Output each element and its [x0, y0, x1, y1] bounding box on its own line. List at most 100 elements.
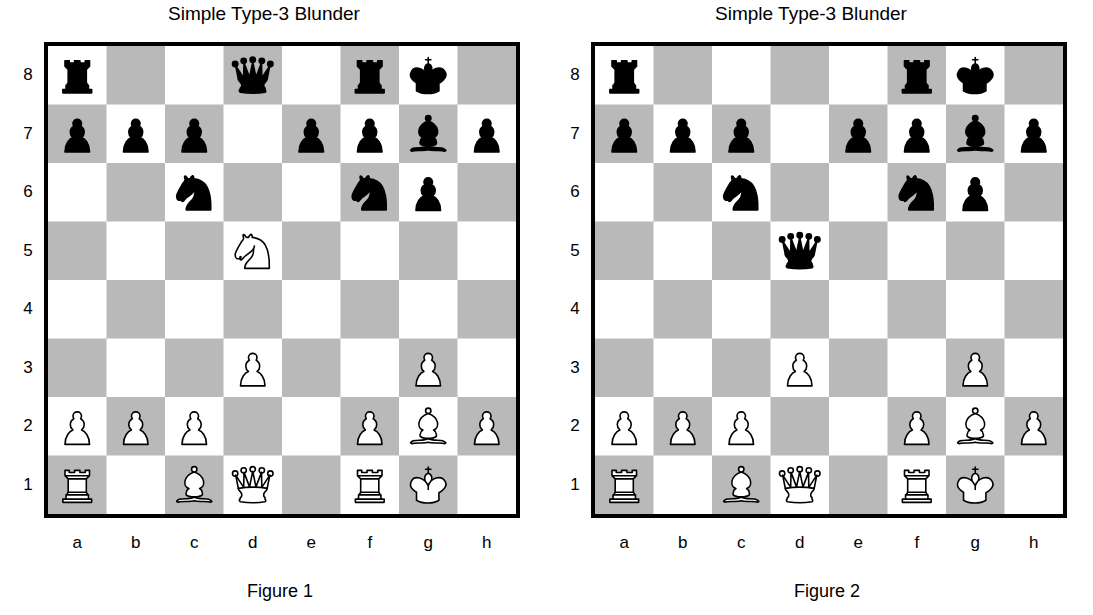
light-square — [771, 456, 830, 515]
dark-square — [107, 397, 166, 456]
file-letter: e — [307, 534, 316, 553]
dark-square — [282, 105, 341, 164]
light-square — [341, 339, 400, 398]
dark-square — [399, 105, 458, 164]
white-chess-piece — [902, 470, 931, 502]
dark-square — [224, 280, 283, 339]
white-chess-piece — [670, 412, 695, 445]
white-chess-piece — [612, 412, 637, 445]
rank-number: 7 — [570, 124, 579, 143]
light-square — [829, 397, 888, 456]
black-chess-piece — [729, 119, 754, 152]
dark-square — [888, 46, 947, 105]
light-square — [224, 105, 283, 164]
white-chess-piece — [411, 408, 446, 444]
light-square — [712, 46, 771, 105]
figure-caption: Figure 1 — [247, 582, 313, 602]
black-chess-piece — [63, 61, 92, 93]
rank-number: 3 — [23, 358, 32, 377]
dark-square — [654, 163, 713, 222]
black-chess-piece — [846, 119, 871, 152]
rank-number: 2 — [570, 417, 579, 436]
light-square — [771, 222, 830, 281]
file-letter: b — [678, 534, 687, 553]
light-square — [654, 456, 713, 515]
dark-square — [654, 280, 713, 339]
file-letter: f — [367, 534, 372, 553]
file-letter: f — [914, 534, 919, 553]
light-square — [712, 163, 771, 222]
rank-number: 1 — [570, 475, 579, 494]
dark-square — [654, 46, 713, 105]
light-square — [399, 163, 458, 222]
light-square — [282, 163, 341, 222]
light-square — [946, 280, 1005, 339]
dark-square — [165, 339, 224, 398]
dark-square — [888, 280, 947, 339]
dark-square — [48, 105, 107, 164]
dark-square — [888, 163, 947, 222]
dark-square — [829, 105, 888, 164]
light-square — [282, 280, 341, 339]
light-square — [165, 163, 224, 222]
board-title: Simple Type-3 Blunder — [168, 4, 360, 25]
light-square — [888, 105, 947, 164]
file-letter: g — [971, 534, 980, 553]
file-letter: d — [795, 534, 804, 553]
dark-square — [341, 397, 400, 456]
white-chess-piece — [235, 234, 269, 268]
white-chess-piece — [610, 470, 639, 502]
light-square — [107, 222, 166, 281]
black-chess-piece — [957, 58, 993, 94]
white-chess-piece — [177, 467, 212, 503]
dark-square — [888, 397, 947, 456]
light-square — [1005, 222, 1064, 281]
file-letter: d — [248, 534, 257, 553]
black-chess-piece — [65, 119, 90, 152]
light-square — [888, 222, 947, 281]
white-chess-piece — [240, 353, 265, 386]
light-square — [712, 280, 771, 339]
dark-square — [399, 222, 458, 281]
dark-square — [165, 456, 224, 515]
white-chess-piece — [410, 467, 446, 503]
dark-square — [1005, 163, 1064, 222]
white-chess-piece — [182, 412, 207, 445]
light-square — [282, 397, 341, 456]
light-square — [595, 397, 654, 456]
black-chess-piece — [182, 119, 207, 152]
dark-square — [341, 280, 400, 339]
white-chess-piece — [729, 412, 754, 445]
rank-number: 7 — [23, 124, 32, 143]
light-square — [165, 397, 224, 456]
black-chess-piece — [724, 176, 758, 210]
file-letter: b — [131, 534, 140, 553]
dark-square — [829, 339, 888, 398]
black-chess-piece — [779, 233, 820, 269]
dark-square — [771, 397, 830, 456]
black-chess-piece — [899, 176, 933, 210]
light-square — [107, 456, 166, 515]
light-square — [458, 105, 517, 164]
dark-square — [595, 222, 654, 281]
light-square — [654, 105, 713, 164]
white-chess-piece — [1021, 412, 1046, 445]
dark-square — [654, 397, 713, 456]
white-chess-piece — [474, 412, 499, 445]
dark-square — [458, 280, 517, 339]
light-square — [399, 280, 458, 339]
light-square — [48, 280, 107, 339]
dark-square — [48, 456, 107, 515]
dark-square — [1005, 46, 1064, 105]
black-chess-piece — [410, 58, 446, 94]
rank-number: 8 — [23, 66, 32, 85]
file-letter: a — [73, 534, 82, 553]
black-chess-piece — [474, 119, 499, 152]
file-letter: e — [854, 534, 863, 553]
dark-square — [224, 163, 283, 222]
dark-square — [282, 456, 341, 515]
black-chess-piece — [177, 176, 211, 210]
light-square — [399, 46, 458, 105]
